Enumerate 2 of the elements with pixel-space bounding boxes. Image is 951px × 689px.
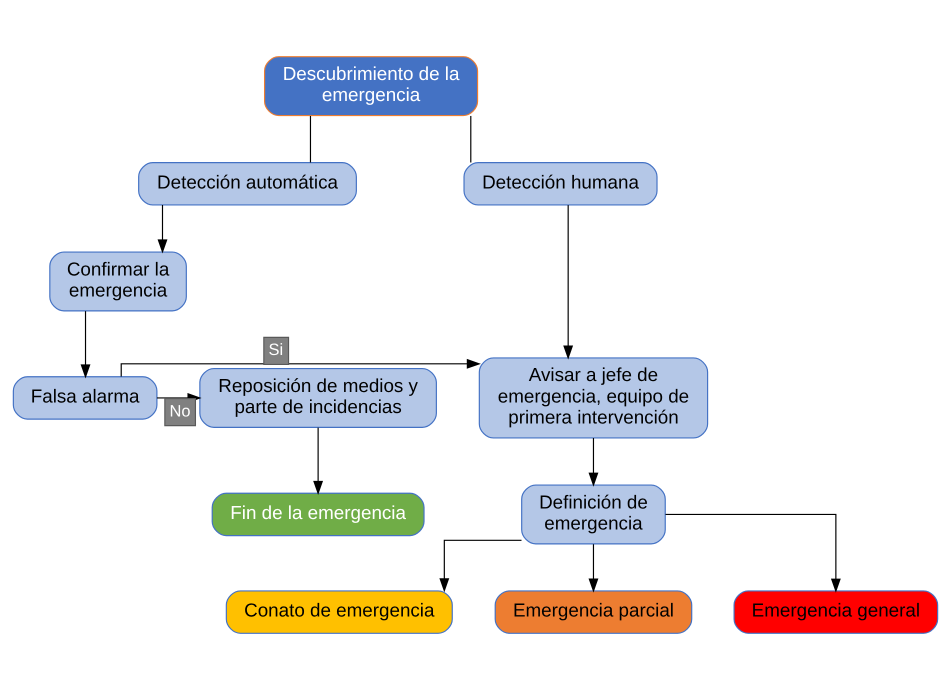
- edge-label: No: [170, 402, 191, 420]
- edge-label: Si: [268, 340, 284, 359]
